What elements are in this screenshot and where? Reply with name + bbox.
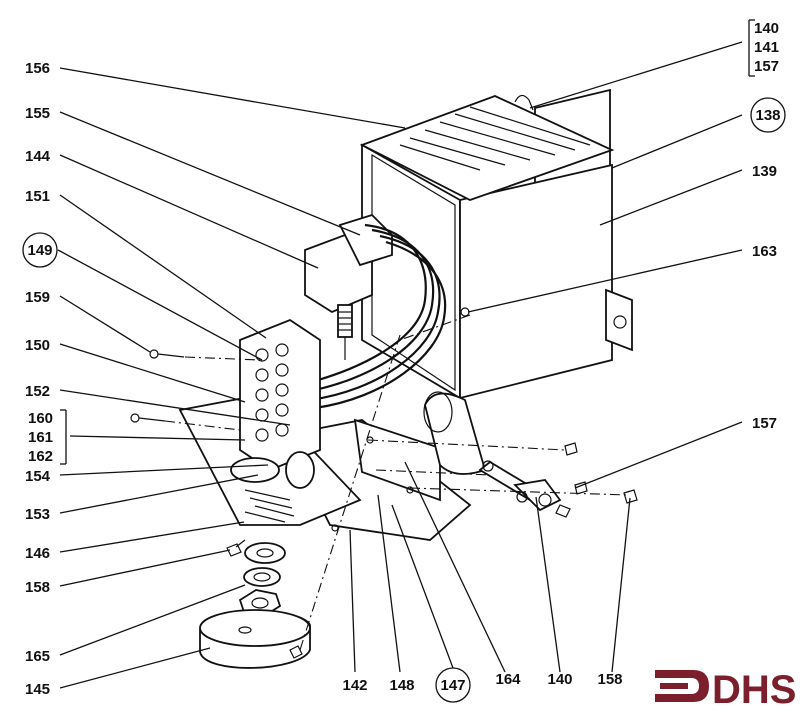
- small-hardware: [130, 349, 638, 669]
- label-147: 147: [440, 677, 465, 694]
- control-panel: [178, 318, 362, 526]
- leader-lines: [57, 41, 743, 689]
- label-149: 149: [27, 242, 52, 259]
- label-160: 160: [28, 410, 53, 427]
- dhs-logo-mark: [655, 670, 709, 702]
- label-162: 162: [28, 448, 53, 465]
- label-155: 155: [25, 105, 50, 122]
- label-163: 163: [752, 243, 777, 260]
- label-141: 141: [754, 39, 779, 56]
- label-158-left: 158: [25, 579, 50, 596]
- dhs-logo: DHS: [655, 668, 796, 712]
- group-bracket-left: [60, 409, 67, 465]
- label-146: 146: [25, 545, 50, 562]
- label-161: 161: [28, 429, 53, 446]
- label-138: 138: [755, 107, 780, 124]
- label-157-right: 157: [752, 415, 777, 432]
- label-140-bottom: 140: [547, 671, 572, 688]
- label-153: 153: [25, 506, 50, 523]
- label-150: 150: [25, 337, 50, 354]
- label-159: 159: [25, 289, 50, 306]
- label-156: 156: [25, 60, 50, 77]
- label-139: 139: [752, 163, 777, 180]
- callout-circle-138: [750, 97, 786, 133]
- label-145: 145: [25, 681, 50, 698]
- lever-assembly: [478, 460, 571, 518]
- label-144: 144: [25, 148, 51, 165]
- label-165: 165: [25, 648, 50, 665]
- label-140-top: 140: [754, 20, 779, 37]
- dhs-logo-text: DHS: [712, 668, 796, 712]
- callout-labels: 140 141 157 156 138 155 139 144 151 163 …: [25, 20, 781, 698]
- callout-circle-149: [22, 232, 58, 268]
- label-151: 151: [25, 188, 50, 205]
- label-154: 154: [25, 468, 51, 485]
- assembly-lines: [164, 314, 629, 651]
- label-152: 152: [25, 383, 50, 400]
- label-158-right: 158: [597, 671, 622, 688]
- label-142: 142: [342, 677, 367, 694]
- label-148: 148: [389, 677, 414, 694]
- label-157-top: 157: [754, 58, 779, 75]
- thermostat: [299, 213, 447, 410]
- group-bracket-top: [748, 19, 755, 77]
- label-164: 164: [495, 671, 521, 688]
- callout-circle-147: [435, 667, 471, 703]
